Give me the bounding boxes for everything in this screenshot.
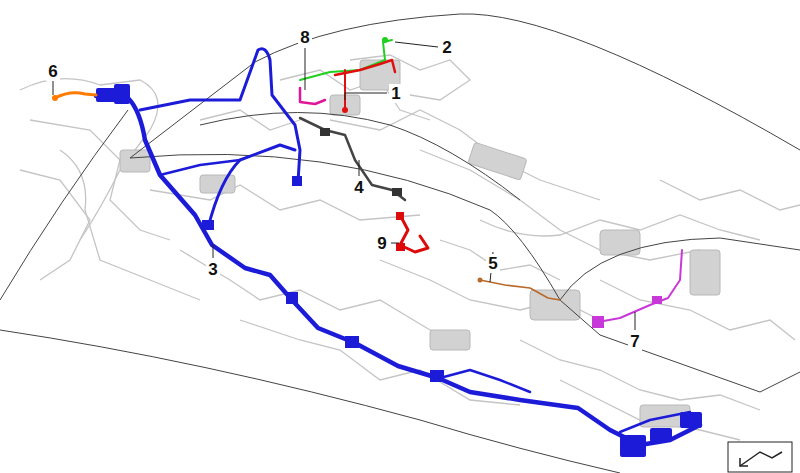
callout-number: 8 xyxy=(298,28,311,47)
vehicle-outline xyxy=(0,14,800,473)
part-connectors xyxy=(52,37,662,328)
orientation-icon xyxy=(728,442,792,472)
part-harnesses xyxy=(55,40,682,322)
callout-number: 6 xyxy=(46,62,59,81)
callout-number: 3 xyxy=(206,260,219,279)
callout-number: 4 xyxy=(352,178,365,197)
callout-number: 1 xyxy=(389,84,402,103)
callout-number: 9 xyxy=(375,234,388,253)
main-harness xyxy=(96,49,700,445)
callout-number: 2 xyxy=(440,38,453,57)
leader-lines xyxy=(53,42,635,330)
callout-number: 5 xyxy=(486,254,499,273)
callout-number: 7 xyxy=(628,332,641,351)
harness-connectors xyxy=(96,84,702,457)
